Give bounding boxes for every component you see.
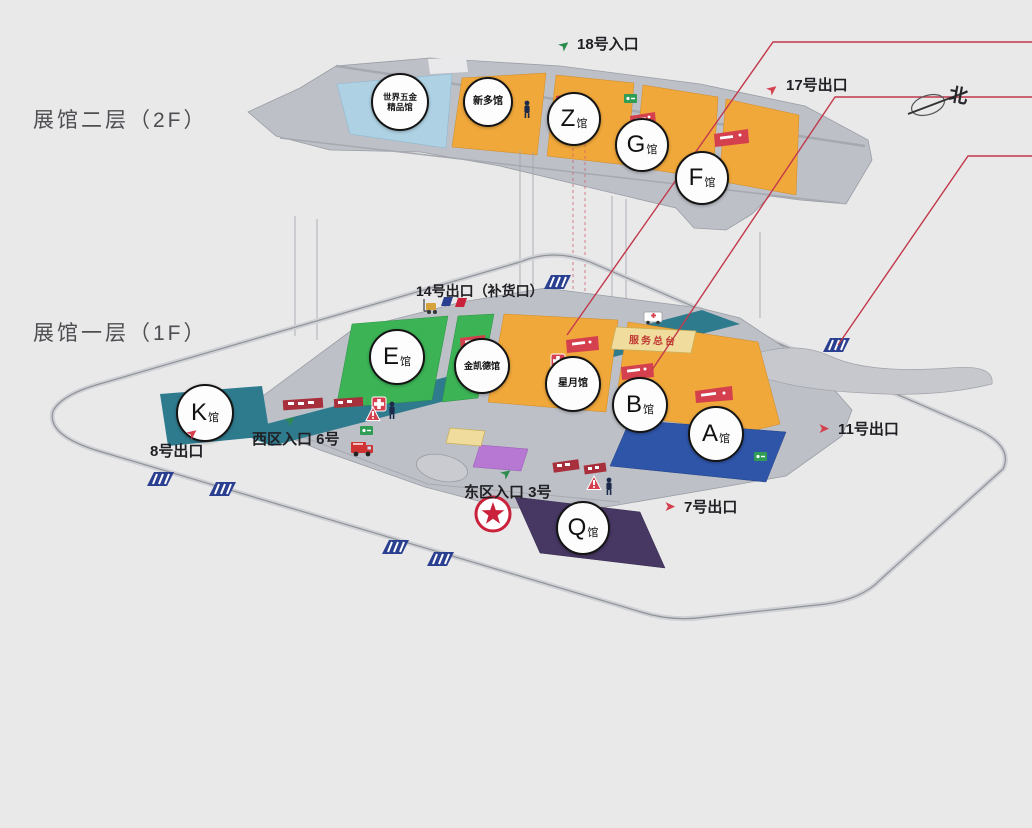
exit-sign-icon (753, 451, 768, 462)
star-landmark-icon (474, 495, 512, 533)
hall-badge-jinkaide: 金凯德馆 (454, 338, 510, 394)
f1-yellow-box (445, 427, 486, 447)
gate-east-label: 东区入口 3号 (464, 484, 552, 501)
escalator-banner-icon (714, 129, 749, 147)
blue-crossing-marker-icon (426, 551, 455, 567)
blue-crossing-marker-icon (146, 471, 175, 487)
blue-flag-icon (441, 297, 453, 306)
blue-crossing-marker-icon (543, 274, 572, 290)
red-flag-icon (455, 298, 467, 307)
floor-2f-map (247, 57, 873, 231)
callout-lines (566, 41, 1032, 371)
exit-arrow-icon: ➤ (818, 420, 830, 436)
gate-17-label: 17号出口 (786, 77, 848, 94)
forklift-icon (423, 299, 437, 314)
exit-arrow-icon: ➤ (664, 498, 676, 514)
f2-hall-f (718, 98, 800, 196)
red-sign-text-dashes (288, 400, 599, 470)
fire-truck-icon (351, 442, 373, 457)
gate-8-label: 8号出口 (150, 443, 204, 460)
service-desk-label: 服务总台 (628, 335, 678, 348)
escalator-banner-icon (621, 363, 654, 380)
floor-2f-label: 展馆二层（2F） (33, 109, 208, 132)
hall-badge-boutique: 世界五金精品馆 (371, 73, 429, 131)
blue-crossing-marker-icon (822, 337, 851, 353)
floor-1f-label: 展馆一层（1F） (33, 322, 208, 345)
escalator-banner-icon (566, 336, 599, 353)
blue-crossing-marker-icon (381, 539, 410, 555)
gate-18-label: 18号入口 (577, 36, 639, 53)
ambulance-icon (643, 311, 663, 325)
escalator-banner-icon (695, 386, 733, 403)
gate-14-label: 14号出口（补货口） (416, 283, 544, 299)
gate-11-label: 11号出口 (838, 421, 899, 438)
service-desk-box (610, 326, 697, 354)
gate-7-label: 7号出口 (684, 499, 738, 516)
f1-zone-violet (472, 444, 529, 472)
north-compass-icon (907, 91, 967, 117)
hall-badge-xinduo: 新多馆 (463, 77, 513, 127)
legend: 日用五金类 五金电器类 车类 健身休闲类 Daily-use Hardware … (0, 660, 1032, 828)
gate-west-label: 西区入口 6号 (252, 431, 340, 448)
exit-sign-icon (359, 425, 374, 436)
exit-sign-icon (623, 93, 638, 104)
hall-badge-xingyue: 星月馆 (545, 356, 601, 412)
